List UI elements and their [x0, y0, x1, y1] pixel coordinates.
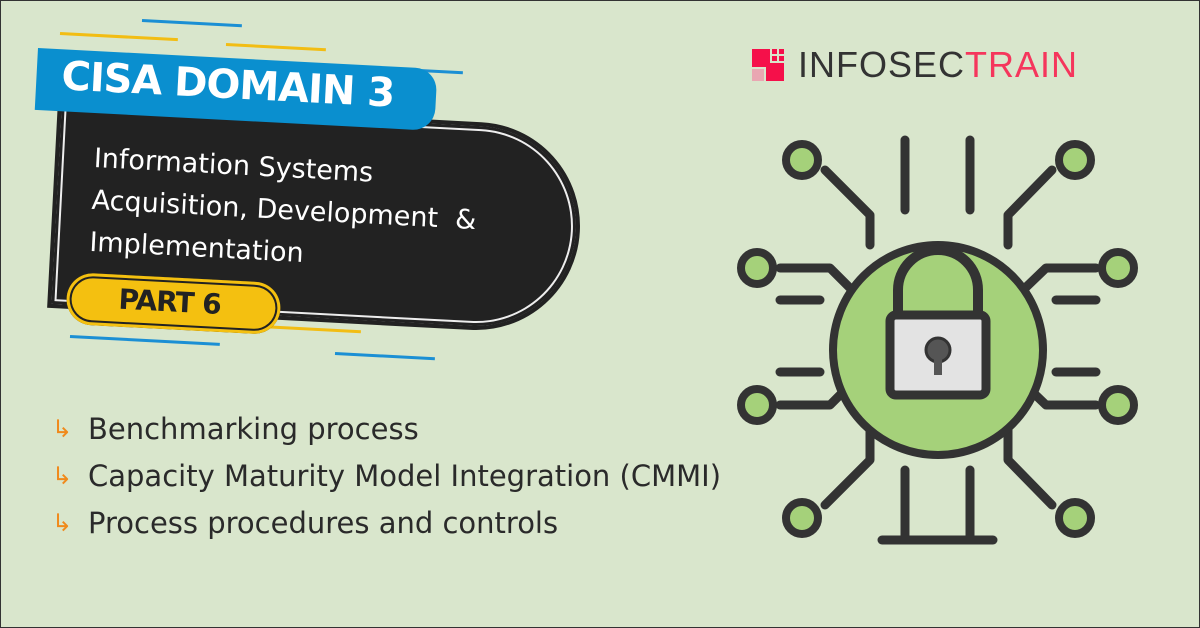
arrow-icon: ↳: [52, 414, 73, 443]
arrow-icon: ↳: [52, 461, 73, 490]
logo-text-train: TRAIN: [965, 44, 1079, 85]
list-item-text: Process procedures and controls: [88, 505, 559, 540]
decor-line: [225, 43, 326, 52]
list-item-text: Benchmarking process: [88, 411, 419, 446]
arrow-icon: ↳: [52, 508, 73, 537]
decor-line: [334, 352, 435, 361]
topic-list: ↳ Benchmarking process ↳ Capacity Maturi…: [52, 405, 721, 546]
part-label: PART 6: [117, 282, 222, 322]
banner-title: CISA DOMAIN 3: [60, 53, 396, 117]
decor-line: [260, 325, 361, 334]
infosectrain-logo: INFOSECTRAIN: [752, 44, 1078, 86]
decor-line: [69, 335, 220, 346]
logo-text-infosec: INFOSEC: [798, 44, 966, 85]
logo-squares-icon: [752, 49, 784, 81]
list-item-text: Capacity Maturity Model Integration (CMM…: [88, 458, 722, 493]
decor-line: [141, 19, 242, 28]
list-item: ↳ Benchmarking process: [52, 405, 721, 452]
decor-line: [59, 32, 178, 42]
circuit-lock-icon: [737, 135, 1138, 545]
list-item: ↳ Capacity Maturity Model Integration (C…: [52, 452, 721, 499]
list-item: ↳ Process procedures and controls: [52, 499, 721, 546]
banner-subtitle: Information Systems Acquisition, Develop…: [88, 138, 479, 284]
part-badge: PART 6: [65, 272, 282, 336]
